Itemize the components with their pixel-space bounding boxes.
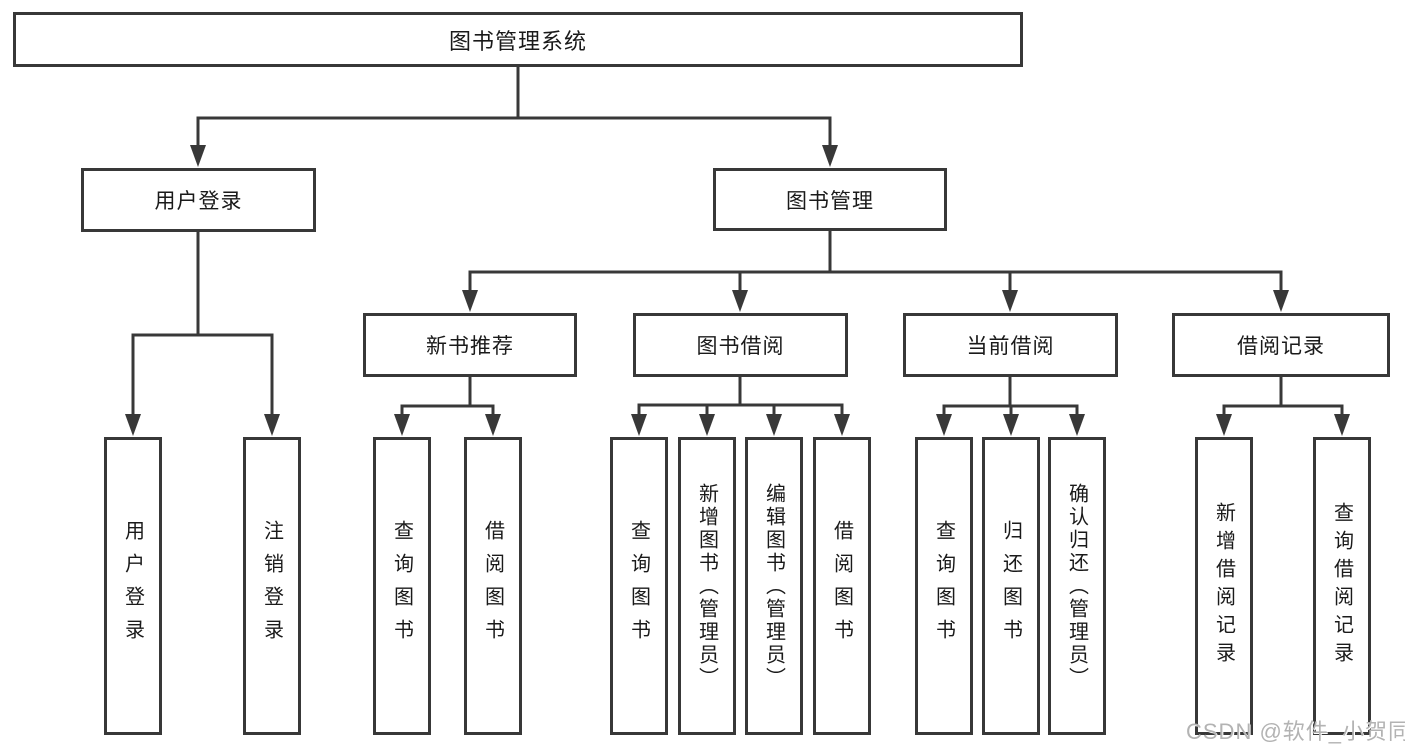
csdn-watermark: CSDN @软件_小贺同学 — [1186, 719, 1405, 744]
node-new-book-recommend: 新书推荐 — [363, 313, 577, 377]
node-book-management-label: 图书管理 — [786, 189, 874, 213]
node-borrow-records-label: 借阅记录 — [1237, 335, 1325, 358]
leaf-confirm-return-admin: 确认归还（管理员） — [1048, 437, 1106, 735]
leaf-add-books-admin-label: 新增图书（管理员） — [695, 482, 718, 690]
leaf-user-login: 用户登录 — [104, 437, 162, 735]
node-book-management: 图书管理 — [713, 168, 947, 231]
node-current-borrow: 当前借阅 — [903, 313, 1118, 377]
leaf-return-books: 归还图书 — [982, 437, 1040, 735]
leaf-query-borrow-record-label: 查询借阅记录 — [1330, 502, 1353, 670]
node-current-borrow-label: 当前借阅 — [966, 335, 1055, 358]
node-book-borrow: 图书借阅 — [633, 313, 848, 377]
leaf-query-books-borrow-label: 查询图书 — [627, 520, 650, 652]
leaf-query-books-current: 查询图书 — [915, 437, 973, 735]
leaf-borrow-books-label: 借阅图书 — [830, 520, 853, 652]
leaf-query-borrow-record: 查询借阅记录 — [1313, 437, 1371, 735]
leaf-query-books-current-label: 查询图书 — [932, 520, 955, 652]
node-user-login: 用户登录 — [81, 168, 316, 232]
leaf-borrow-books-recommend-label: 借阅图书 — [481, 520, 504, 652]
leaf-borrow-books: 借阅图书 — [813, 437, 871, 735]
node-new-book-recommend-label: 新书推荐 — [426, 335, 514, 358]
node-borrow-records: 借阅记录 — [1172, 313, 1390, 377]
leaf-add-borrow-record: 新增借阅记录 — [1195, 437, 1253, 735]
leaf-query-books-recommend: 查询图书 — [373, 437, 431, 735]
leaf-user-login-label: 用户登录 — [121, 520, 144, 652]
leaf-confirm-return-admin-label: 确认归还（管理员） — [1065, 482, 1088, 690]
leaf-edit-books-admin: 编辑图书（管理员） — [745, 437, 803, 735]
node-book-borrow-label: 图书借阅 — [696, 335, 785, 358]
leaf-query-books-recommend-label: 查询图书 — [390, 520, 413, 652]
leaf-add-borrow-record-label: 新增借阅记录 — [1212, 502, 1235, 670]
leaf-borrow-books-recommend: 借阅图书 — [464, 437, 522, 735]
leaf-logout-label: 注销登录 — [260, 520, 283, 652]
node-user-login-label: 用户登录 — [154, 190, 243, 213]
leaf-return-books-label: 归还图书 — [999, 520, 1022, 652]
node-library-system-label: 图书管理系统 — [448, 28, 587, 54]
leaf-logout: 注销登录 — [243, 437, 301, 735]
leaf-edit-books-admin-label: 编辑图书（管理员） — [762, 482, 785, 690]
leaf-query-books-borrow: 查询图书 — [610, 437, 668, 735]
leaf-add-books-admin: 新增图书（管理员） — [678, 437, 736, 735]
node-library-system: 图书管理系统 — [13, 12, 1023, 67]
